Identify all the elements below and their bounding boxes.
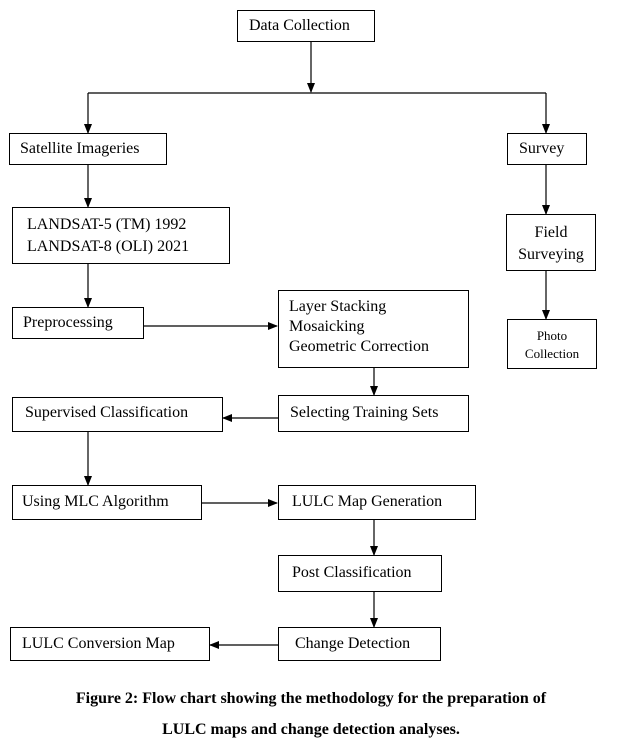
node-label: Post Classification	[292, 564, 412, 581]
node-change-detection: Change Detection	[278, 627, 441, 661]
figure-caption-line1: Figure 2: Flow chart showing the methodo…	[75, 690, 547, 707]
node-label-line2: Collection	[524, 346, 580, 361]
node-label-line2: LANDSAT-8 (OLI) 2021	[27, 238, 190, 255]
node-selecting-training-sets: Selecting Training Sets	[278, 395, 469, 432]
node-label-line2: Surveying	[518, 246, 584, 263]
node-supervised-classification: Supervised Classification	[12, 397, 223, 432]
node-lulc-conversion-map: LULC Conversion Map	[10, 627, 210, 661]
node-label: Survey	[519, 140, 565, 157]
node-label-line1: LANDSAT-5 (TM) 1992	[27, 216, 187, 233]
node-mlc-algorithm: Using MLC Algorithm	[12, 485, 202, 520]
node-label: LULC Map Generation	[292, 493, 443, 510]
node-layer-stacking: Layer Stacking Mosaicking Geometric Corr…	[278, 290, 469, 368]
node-post-classification: Post Classification	[278, 555, 442, 592]
node-label: Using MLC Algorithm	[22, 493, 169, 510]
node-label: Preprocessing	[23, 314, 113, 331]
node-field-surveying: Field Surveying	[506, 214, 596, 271]
node-label: Satellite Imageries	[20, 140, 140, 157]
node-label: Supervised Classification	[25, 404, 189, 421]
node-label-line3: Geometric Correction	[289, 338, 429, 355]
node-survey: Survey	[507, 133, 587, 165]
node-landsat: LANDSAT-5 (TM) 1992 LANDSAT-8 (OLI) 2021	[12, 207, 230, 264]
node-preprocessing: Preprocessing	[12, 307, 144, 339]
node-label: Selecting Training Sets	[290, 404, 439, 421]
node-label-line2: Mosaicking	[289, 318, 365, 335]
node-label-line1: Photo	[536, 328, 568, 343]
node-label: LULC Conversion Map	[22, 635, 175, 652]
node-label-line1: Field	[534, 224, 568, 241]
node-label: Change Detection	[295, 635, 411, 652]
node-photo-collection: Photo Collection	[507, 319, 597, 369]
figure-caption-line2: LULC maps and change detection analyses.	[162, 721, 460, 738]
node-label: Data Collection	[249, 17, 350, 34]
node-label-line1: Layer Stacking	[289, 298, 387, 315]
node-satellite-imageries: Satellite Imageries	[9, 133, 167, 165]
node-lulc-map-generation: LULC Map Generation	[278, 485, 476, 520]
node-data-collection: Data Collection	[237, 10, 375, 42]
